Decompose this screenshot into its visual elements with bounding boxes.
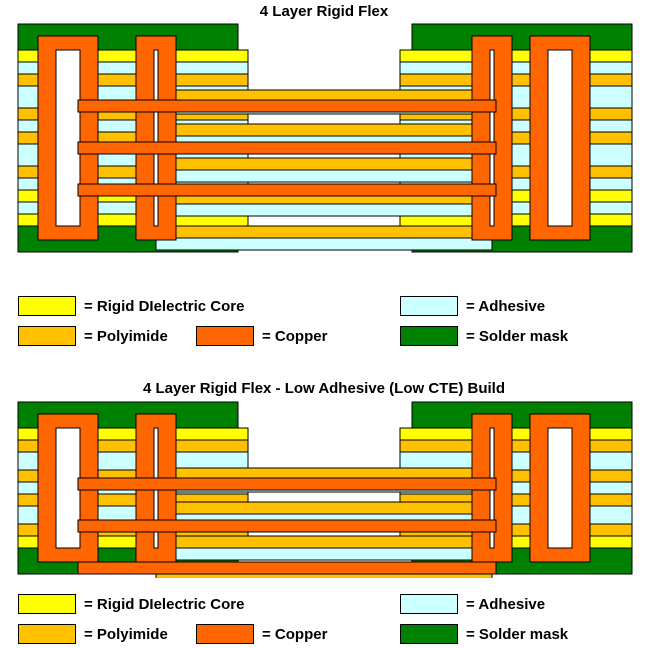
copper-swatch <box>196 326 254 346</box>
via-hole <box>547 427 573 549</box>
solder-mask-swatch <box>400 326 458 346</box>
legend-label: = Rigid DIelectric Core <box>84 595 245 613</box>
flex-polyimide <box>155 123 493 137</box>
flex-adhesive <box>155 237 493 251</box>
copper-trace <box>77 561 497 575</box>
legend-label: = Solder mask <box>466 625 569 643</box>
copper-trace <box>77 519 497 533</box>
flex-polyimide <box>155 225 493 239</box>
via-hole <box>55 427 81 549</box>
legend-label: = Adhesive <box>466 297 546 315</box>
legend-label: = Copper <box>262 625 328 643</box>
flex-polyimide <box>155 501 493 515</box>
layer-rigid_core <box>399 49 633 63</box>
solder-mask-swatch <box>400 624 458 644</box>
legend-label: = Polyimide <box>84 327 168 345</box>
via-hole <box>489 49 495 227</box>
legend-polyimide-2: = Polyimide <box>18 623 168 645</box>
legend-copper-2: = Copper <box>196 623 327 645</box>
legend-copper-1: = Copper <box>196 325 327 347</box>
copper-trace <box>77 99 497 113</box>
copper-swatch <box>196 624 254 644</box>
legend-label: = Solder mask <box>466 327 569 345</box>
diagram-1-title: 4 Layer Rigid Flex <box>259 3 389 20</box>
diagram-1-cross-section <box>17 23 633 253</box>
adhesive-swatch <box>400 594 458 614</box>
via-hole <box>153 49 159 227</box>
via-hole <box>55 49 81 227</box>
flex-polyimide <box>155 157 493 171</box>
legend-label: = Polyimide <box>84 625 168 643</box>
legend-adhesive-2: = Adhesive <box>400 593 545 615</box>
layer-adhesive <box>399 451 633 471</box>
diagram-2-title: 4 Layer Rigid Flex - Low Adhesive (Low C… <box>143 380 505 397</box>
polyimide-swatch <box>18 624 76 644</box>
adhesive-swatch <box>400 296 458 316</box>
flex-polyimide <box>155 535 493 549</box>
legend-polyimide-1: = Polyimide <box>18 325 168 347</box>
solder-mask-top <box>411 401 633 429</box>
legend-adhesive-1: = Adhesive <box>400 295 545 317</box>
via-hole <box>547 49 573 227</box>
copper-trace <box>77 477 497 491</box>
copper-trace <box>77 183 497 197</box>
legend-rigid-core-1: = Rigid DIelectric Core <box>18 295 244 317</box>
layer-adhesive <box>399 61 633 75</box>
rigid-core-swatch <box>18 296 76 316</box>
layer-rigid_core <box>399 427 633 441</box>
flex-adhesive <box>155 203 493 217</box>
copper-trace <box>77 141 497 155</box>
legend-label: = Rigid DIelectric Core <box>84 297 245 315</box>
legend-solder-mask-1: = Solder mask <box>400 325 568 347</box>
legend-label: = Adhesive <box>466 595 546 613</box>
rigid-core-swatch <box>18 594 76 614</box>
solder-mask-top <box>411 23 633 51</box>
layer-polyimide <box>399 439 633 453</box>
legend-solder-mask-2: = Solder mask <box>400 623 568 645</box>
layer-polyimide <box>399 73 633 87</box>
diagram-2-cross-section <box>17 401 633 578</box>
legend-rigid-core-2: = Rigid DIelectric Core <box>18 593 244 615</box>
flex-adhesive <box>155 169 493 183</box>
polyimide-swatch <box>18 326 76 346</box>
legend-label: = Copper <box>262 327 328 345</box>
flex-adhesive <box>155 547 493 561</box>
